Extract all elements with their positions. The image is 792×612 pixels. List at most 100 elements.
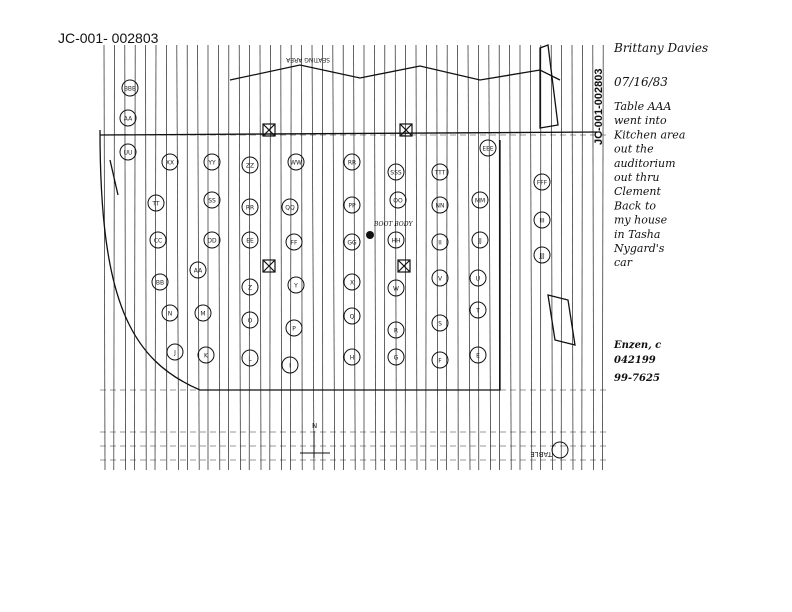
note-statement-line: Clement (614, 185, 661, 198)
table-label: E (476, 353, 480, 360)
table-marker: EEE (480, 140, 496, 156)
grid-line-vertical (218, 45, 219, 470)
table-marker: FF (286, 234, 302, 250)
note-date: 07/16/83 (614, 75, 668, 89)
table-marker: II (432, 234, 448, 250)
table-label: PP (348, 203, 356, 210)
table-marker: RR (242, 199, 258, 215)
table-label: Z (248, 285, 252, 292)
table-marker: JJJ (534, 247, 550, 263)
table-label: BB (156, 280, 164, 287)
table-marker: Z (242, 279, 258, 295)
table-label: T (475, 308, 480, 315)
note-statement-line: out the (614, 143, 654, 156)
table-marker: S (432, 315, 448, 331)
table-marker: L (242, 350, 258, 366)
table-label: DD (207, 238, 217, 245)
table-label: M (200, 311, 205, 318)
table-marker: CC (150, 232, 166, 248)
grid-lines (100, 45, 610, 470)
table-tag: TABLE (530, 450, 553, 458)
table-marker: JJ (472, 232, 488, 248)
table-label: UU (124, 150, 133, 157)
grid-line-vertical (312, 45, 314, 470)
table-marker: DD (204, 232, 220, 248)
table-label: MM (475, 198, 485, 205)
table-marker: RR (344, 154, 360, 170)
note-name: Brittany Davies (613, 41, 708, 55)
grid-line-vertical (146, 45, 147, 470)
note-statement-line: my house (614, 214, 668, 227)
table-marker: WW (288, 154, 304, 170)
table-marker: NN (432, 197, 448, 213)
note-statement-line: Table AAA (614, 100, 671, 113)
note-statement-line: Kitchen area (613, 128, 685, 141)
table-label: L (248, 356, 252, 363)
table-marker: SS (204, 192, 220, 208)
table-label: FF (291, 240, 298, 247)
table-marker: V (432, 270, 448, 286)
table-label: J (173, 350, 176, 357)
table-label: RR (246, 205, 254, 212)
table-marker: TT (148, 195, 164, 211)
table-label: JJ (477, 238, 482, 245)
note-statement-line: in Tasha (614, 228, 660, 241)
table-marker: H (344, 349, 360, 365)
table-label: BBB (124, 86, 136, 93)
table-label: WW (290, 160, 302, 167)
compass-arrow (300, 431, 330, 458)
table-marker: TTT (432, 164, 448, 180)
grid-line-vertical (426, 45, 427, 470)
table-marker: SSS (388, 164, 404, 180)
table-marker: M (195, 305, 211, 321)
grid-line-vertical (374, 45, 375, 470)
table-marker: UU (120, 144, 136, 160)
table-label: H (350, 355, 355, 362)
table-label: OO (393, 198, 403, 205)
table-marker: K (198, 347, 214, 363)
grid-line-vertical (572, 45, 573, 470)
table-tag-circle (552, 442, 568, 458)
note-statement-line: Nygard's (613, 242, 665, 255)
table-marker: GG (344, 234, 360, 250)
table-marker: X (344, 274, 360, 290)
grid-line-vertical (582, 45, 583, 470)
table-label: SSS (390, 170, 402, 177)
table-marker: N (162, 305, 178, 321)
table-label: F (438, 358, 442, 365)
table-marker: Q (344, 308, 360, 324)
table-label: RR (348, 160, 356, 167)
note-statement-line: auditorium (614, 157, 676, 170)
grid-line-vertical (437, 45, 438, 470)
table-marker: U (470, 270, 486, 286)
table-label: V (438, 276, 443, 283)
grid-line-vertical (551, 45, 552, 470)
table-label: U (476, 276, 480, 283)
grid-line-vertical (155, 45, 156, 470)
table-label: P (292, 326, 296, 333)
grid-line-vertical (260, 45, 261, 470)
position-mark-label: BOOT BODY (373, 221, 414, 228)
table-marker: III (534, 212, 550, 228)
table-marker: E (470, 347, 486, 363)
grid-line-vertical (125, 45, 126, 470)
grid-line-vertical (281, 45, 282, 470)
case-mark: Enzen, c 042199 99-7625 (613, 340, 661, 384)
table-label: FFF (537, 180, 548, 187)
table-marker: O (242, 312, 258, 328)
table-marker: F (432, 352, 448, 368)
table-label: SS (208, 198, 216, 205)
note-statement: Table AAAwent intoKitchen areaout theaud… (613, 100, 685, 269)
grid-line-vertical (489, 45, 491, 470)
table-label: AA (124, 116, 133, 123)
table-marker: BB (152, 274, 168, 290)
case-mark-line-3: 99-7625 (614, 373, 660, 384)
table-label: TTT (434, 170, 446, 177)
table-marker: MM (472, 192, 488, 208)
table-label: ZZ (246, 163, 254, 170)
table-marker: EE (242, 232, 258, 248)
table-marker: YY (204, 154, 220, 170)
table-label: NN (436, 203, 445, 210)
table-label: G (394, 355, 399, 362)
room-walls (100, 45, 600, 390)
